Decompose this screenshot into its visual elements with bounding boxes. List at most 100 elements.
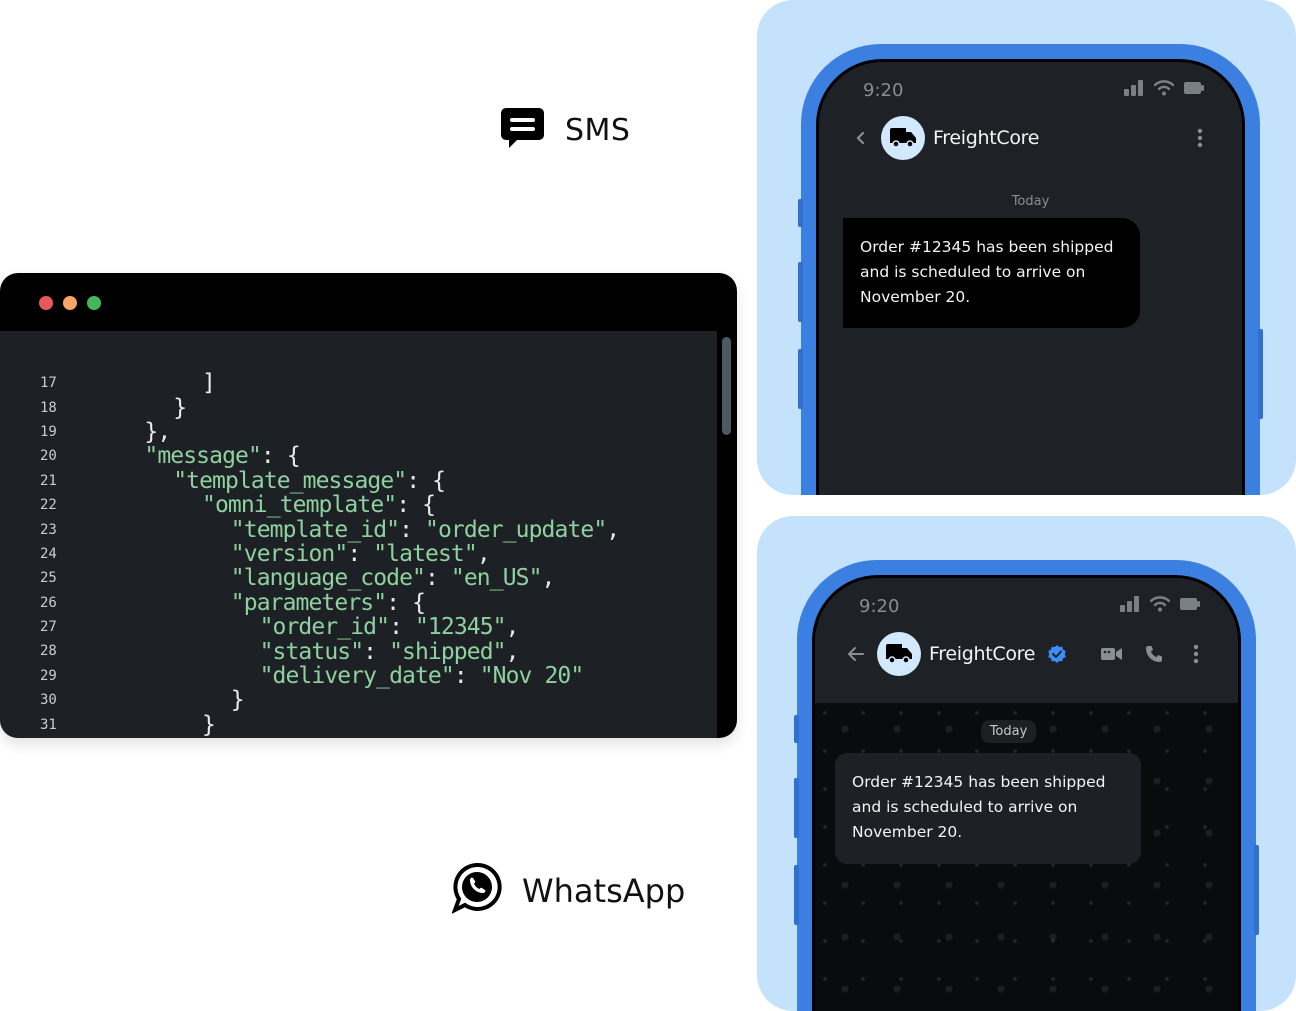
code-line: 27"order_id": "12345", — [0, 614, 717, 641]
wifi-icon — [1149, 595, 1171, 617]
line-number: 25 — [40, 570, 57, 587]
code-line: 17] — [0, 370, 717, 397]
message-line: November 20. — [860, 288, 971, 306]
whatsapp-phone-panel: 9:20 — [757, 516, 1296, 1011]
line-number: 21 — [40, 472, 57, 489]
contact-name: FreightCore — [929, 643, 1036, 665]
close-window-button[interactable] — [39, 296, 53, 310]
code-text: "language_code": "en_US", — [230, 565, 556, 592]
code-text: "order_id": "12345", — [259, 614, 520, 641]
code-text: "status": "shipped", — [259, 638, 520, 665]
code-editor-window: 17]18}19},20"message": {21"template_mess… — [0, 273, 737, 738]
line-number: 24 — [40, 545, 57, 562]
line-number: 30 — [40, 692, 57, 709]
signal-icon — [1120, 595, 1140, 617]
date-divider: Today — [980, 720, 1037, 743]
status-time: 9:20 — [863, 79, 904, 101]
conversation-header: FreightCore — [847, 114, 1214, 162]
back-button[interactable] — [847, 125, 873, 151]
contact-avatar[interactable] — [877, 632, 921, 676]
minimize-window-button[interactable] — [63, 296, 77, 310]
more-vert-icon — [1193, 644, 1199, 664]
wifi-icon — [1153, 79, 1175, 101]
line-number: 28 — [40, 643, 57, 660]
code-line: 23 "template_id": "order_update", — [0, 516, 717, 543]
video-call-button[interactable] — [1098, 640, 1126, 668]
code-text: "version": "latest", — [230, 540, 491, 567]
sms-channel-label: SMS — [500, 106, 630, 155]
line-number: 31 — [40, 716, 57, 733]
status-time: 9:20 — [859, 595, 900, 617]
line-number: 18 — [40, 399, 57, 416]
line-number: 29 — [40, 667, 57, 684]
code-line: 21 "template_message": { — [0, 467, 717, 494]
video-camera-icon — [1101, 648, 1122, 660]
code-line: 25 "language_code": "en_US", — [0, 565, 717, 592]
sms-phone: 9:20 — [798, 44, 1263, 495]
whatsapp-icon — [451, 862, 502, 919]
code-line: 29"delivery_date": "Nov 20" — [0, 663, 717, 689]
message-bubble[interactable]: Order #12345 has been shipped and is sch… — [835, 753, 1141, 864]
code-line: 26 "parameters": { — [0, 589, 717, 616]
whatsapp-phone: 9:20 — [794, 560, 1259, 1011]
sms-chat-bubble-icon — [500, 106, 545, 155]
sms-label-text: SMS — [565, 113, 631, 148]
message-line: and is scheduled to arrive on — [860, 263, 1086, 281]
message-bubble[interactable]: Order #12345 has been shipped and is sch… — [843, 218, 1140, 328]
whatsapp-label-text: WhatsApp — [522, 871, 686, 910]
code-line: 22 "omni_template": { — [0, 492, 717, 519]
conversation-header: FreightCore — [843, 630, 1210, 678]
contact-name: FreightCore — [933, 127, 1040, 149]
code-line: 30} — [0, 687, 717, 713]
editor-scrollbar[interactable] — [722, 337, 731, 435]
line-number: 23 — [40, 521, 57, 538]
code-text: } — [202, 711, 216, 738]
line-number: 20 — [40, 448, 57, 465]
arrow-left-icon — [848, 647, 864, 661]
sms-screen: 9:20 — [816, 59, 1245, 495]
line-number: 19 — [40, 423, 57, 440]
chevron-left-icon — [856, 131, 865, 145]
code-line: 31} — [0, 711, 717, 738]
code-area[interactable]: 17]18}19},20"message": {21"template_mess… — [0, 331, 717, 738]
code-text: "omni_template": { — [202, 492, 436, 519]
code-text: "template_message": { — [173, 467, 446, 494]
code-text: "parameters": { — [230, 589, 426, 616]
line-number: 17 — [40, 375, 57, 392]
whatsapp-channel-label: WhatsApp — [451, 862, 686, 919]
signal-icon — [1124, 79, 1144, 101]
message-line: Order #12345 has been shipped — [852, 773, 1106, 791]
phone-icon — [1146, 646, 1162, 662]
contact-avatar[interactable] — [881, 116, 925, 160]
battery-icon — [1180, 597, 1200, 616]
battery-icon — [1184, 81, 1204, 100]
verified-badge-icon — [1047, 644, 1067, 664]
code-text: "message": { — [144, 443, 300, 470]
message-line: November 20. — [852, 823, 963, 841]
code-text: ] — [202, 370, 216, 397]
more-options-button[interactable] — [1182, 640, 1210, 668]
back-button[interactable] — [843, 641, 869, 667]
code-lines: 17]18}19},20"message": {21"template_mess… — [0, 370, 717, 738]
more-vert-icon — [1197, 128, 1203, 148]
maximize-window-button[interactable] — [87, 296, 101, 310]
truck-icon — [886, 644, 912, 664]
code-line: 19}, — [0, 419, 717, 445]
date-divider: Today — [1011, 194, 1050, 209]
message-line: Order #12345 has been shipped — [860, 238, 1114, 256]
status-bar: 9:20 — [859, 595, 1200, 617]
line-number: 22 — [40, 497, 57, 514]
code-text: } — [173, 394, 187, 421]
code-line: 20 "message": { — [0, 443, 717, 470]
whatsapp-screen: 9:20 — [812, 575, 1241, 1011]
line-number: 26 — [40, 594, 57, 611]
code-text: "template_id": "order_update", — [230, 516, 620, 543]
editor-titlebar — [0, 273, 737, 331]
truck-icon — [890, 128, 916, 148]
voice-call-button[interactable] — [1140, 640, 1168, 668]
more-options-button[interactable] — [1186, 124, 1214, 152]
message-line: and is scheduled to arrive on — [852, 798, 1078, 816]
code-line: 18} — [0, 394, 717, 421]
code-line: 28 "status": "shipped", — [0, 638, 717, 665]
status-bar: 9:20 — [863, 79, 1204, 101]
